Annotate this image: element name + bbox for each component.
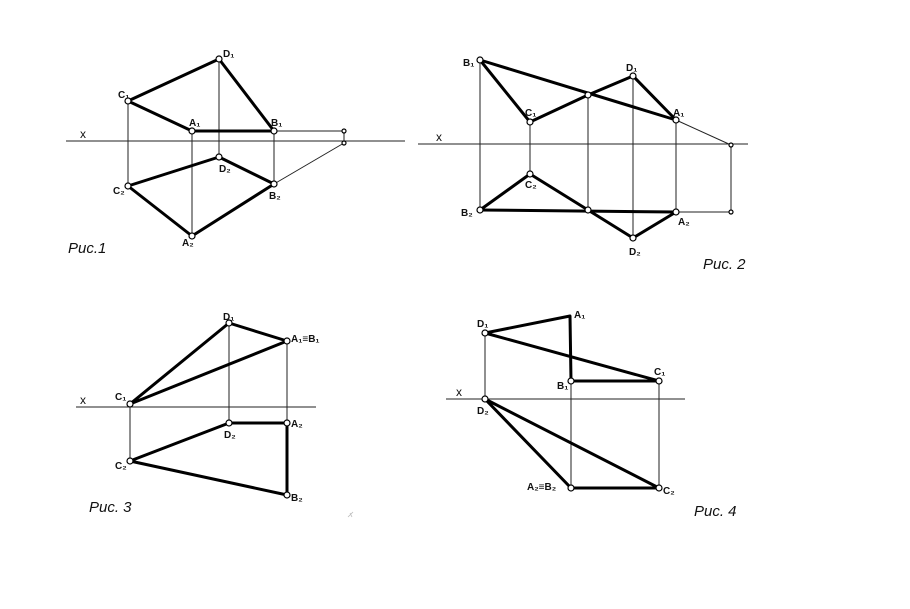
fig1-point-d2 (215, 153, 223, 161)
fig2-horizontal-projection (478, 172, 678, 240)
fig1-label-b1: B₁ (271, 118, 282, 129)
fig2-point-c1 (526, 118, 534, 126)
fig2-point-a1 (672, 116, 680, 124)
fig4-point-c1 (655, 377, 663, 385)
fig3-point-d1 (225, 319, 233, 327)
fig4-point-a2-b2 (567, 484, 575, 492)
fig1-construction-point (341, 140, 347, 146)
fig2-frontal-line-ab (478, 58, 678, 122)
fig4-label-c2: C₂ (663, 486, 675, 497)
fig4-point-c2 (655, 484, 663, 492)
fig1-axis-label: x (80, 127, 86, 141)
fig3-point-b2 (283, 491, 291, 499)
fig1-label-a2: A₂ (182, 238, 194, 249)
fig1-construction-point (341, 128, 347, 134)
fig4-horizontal-projection (483, 397, 661, 490)
fig4-label-b1: B₁ (557, 381, 568, 392)
fig2-construction-point (728, 209, 734, 215)
fig2-point-b2 (476, 206, 484, 214)
fig2-point-b1 (476, 56, 484, 64)
fig2-point-d2 (629, 234, 637, 242)
fig1-frontal-projection (126, 57, 276, 133)
fig4-caption: Рис. 4 (694, 503, 737, 520)
fig2-label-c2: C₂ (525, 180, 537, 191)
fig1-point-a1 (188, 127, 196, 135)
fig4-label-d1: D₁ (477, 319, 488, 330)
fig3-point-c2 (126, 457, 134, 465)
fig1-point-c1 (124, 97, 132, 105)
fig1-point-b1 (270, 127, 278, 135)
fig1-construction-line (273, 142, 345, 185)
fig2-point-a2 (672, 208, 680, 216)
fig2-label-b2: B₂ (461, 208, 473, 219)
fig3-label-c1: C₁ (115, 392, 126, 403)
fig4-point-d2 (481, 395, 489, 403)
fig3-horizontal-projection (128, 421, 289, 497)
fig1-point-d1 (215, 55, 223, 63)
fig4-frontal-projection (483, 314, 661, 383)
figure-4: x A₁ D₁ C₁ B₁ D₂ A₂≡B₂ C₂ Рис. 4 (446, 310, 737, 520)
fig2-horizontal-line-ab (478, 208, 678, 214)
fig3-point-d2 (225, 419, 233, 427)
fig1-label-c2: C₂ (113, 186, 125, 197)
fig3-label-a1b1: A₁≡B₁ (291, 334, 320, 345)
fig2-construction-point (728, 142, 734, 148)
figure-3: x D₁ A₁≡B₁ C₁ A₂ D₂ C₂ B₂ Рис. 3 (76, 312, 320, 516)
fig3-point-a2 (283, 419, 291, 427)
fig4-label-d2: D₂ (477, 406, 489, 417)
fig4-label-c1: C₁ (654, 367, 665, 378)
fig3-label-a2: A₂ (291, 419, 303, 430)
fig1-label-a1: A₁ (189, 118, 200, 129)
fig3-frontal-projection (128, 321, 289, 406)
fig2-axis-label: x (436, 130, 442, 144)
fig2-point-d1 (629, 72, 637, 80)
fig1-point-a2 (188, 232, 196, 240)
fig3-caption: Рис. 3 (89, 499, 132, 516)
fig1-caption: Рис.1 (68, 240, 106, 257)
fig4-point-b1 (567, 377, 575, 385)
fig2-point-k2 (584, 206, 592, 214)
fig2-label-c1: C₁ (525, 108, 536, 119)
fig3-point-a1-b1 (283, 337, 291, 345)
fig2-point-k1 (584, 91, 592, 99)
fig3-label-b2: B₂ (291, 493, 303, 504)
fig4-axis-label: x (456, 385, 462, 399)
fig2-label-d1: D₁ (626, 63, 637, 74)
fig1-label-d2: D₂ (219, 164, 231, 175)
fig2-label-b1: B₁ (463, 58, 474, 69)
fig3-label-d2: D₂ (224, 430, 236, 441)
fig4-label-a1: A₁ (574, 310, 585, 321)
fig1-point-c2 (124, 182, 132, 190)
figure-1: x D₁ C₁ A₁ B₁ D₂ C₂ B₂ A₂ Рис.1 (66, 49, 405, 257)
stray-pencil-mark (347, 511, 354, 518)
fig4-label-a2b2: A₂≡B₂ (527, 482, 556, 493)
fig2-label-d2: D₂ (629, 247, 641, 258)
fig1-horizontal-projection (126, 155, 276, 238)
fig4-point-d1 (481, 329, 489, 337)
fig3-label-d1: D₁ (223, 312, 234, 323)
fig2-label-a1: A₁ (673, 108, 684, 119)
fig3-label-c2: C₂ (115, 461, 127, 472)
fig2-label-a2: A₂ (678, 217, 690, 228)
fig3-axis-label: x (80, 393, 86, 407)
fig2-point-c2 (526, 170, 534, 178)
fig1-label-d1: D₁ (223, 49, 234, 60)
fig1-point-b2 (270, 180, 278, 188)
fig2-construction-line (675, 119, 732, 146)
fig1-label-b2: B₂ (269, 191, 281, 202)
fig1-label-c1: C₁ (118, 90, 129, 101)
figure-2: x B₁ D₁ C₁ A₁ C₂ B₂ A₂ (418, 56, 748, 273)
fig3-point-c1 (126, 400, 134, 408)
fig2-caption: Рис. 2 (703, 256, 746, 273)
